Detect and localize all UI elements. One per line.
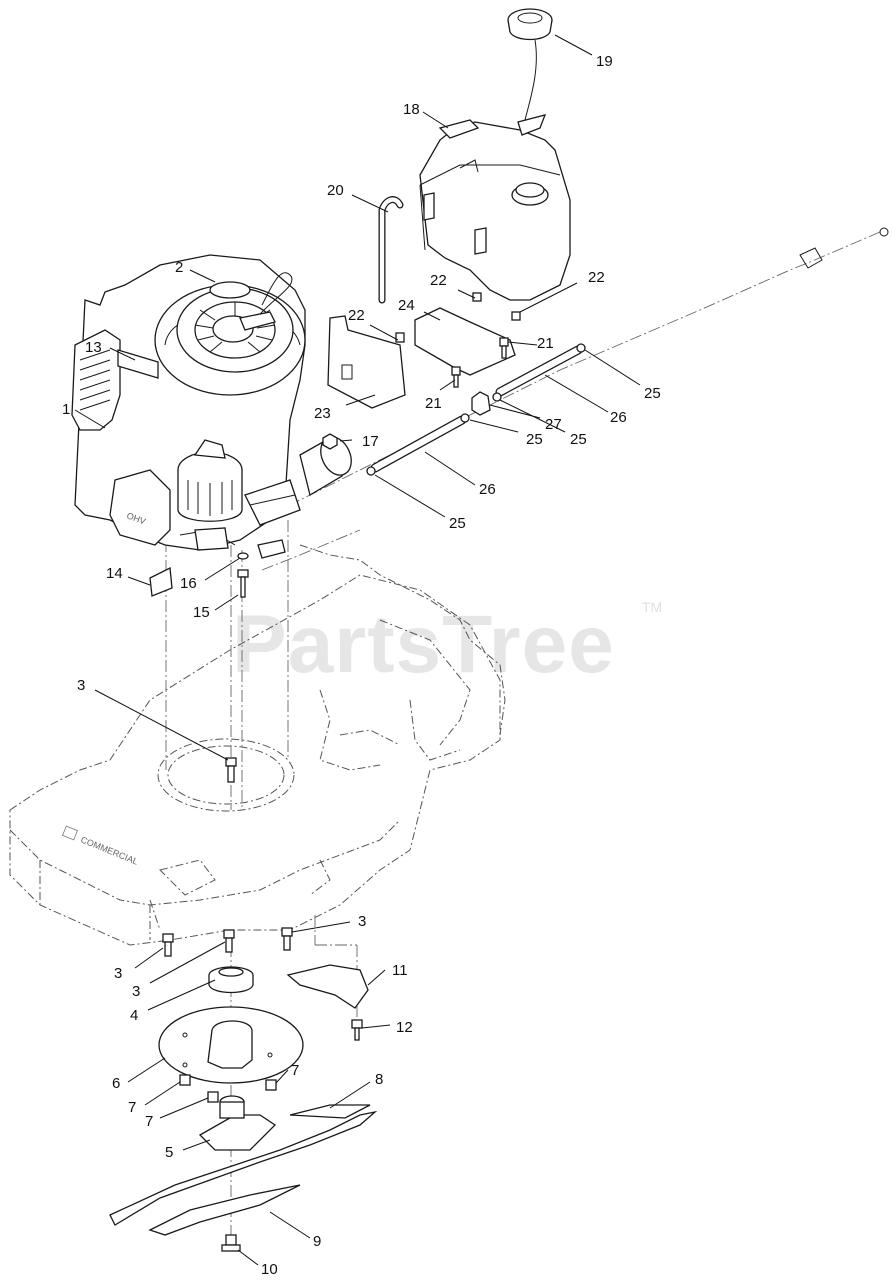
part-11-baffle [286, 964, 369, 1009]
callout-numbers: 19 18 20 2 13 1 17 22 22 22 24 21 21 23 … [62, 53, 661, 1278]
callout-27: 27 [545, 416, 562, 433]
callout-1: 1 [62, 401, 70, 418]
part-12-screw [351, 1019, 363, 1041]
clamps-25 [366, 343, 586, 476]
callout-7-a: 7 [291, 1062, 299, 1079]
callout-20: 20 [327, 182, 344, 199]
part-14-decal [149, 566, 173, 597]
callout-25-d: 25 [449, 515, 466, 532]
part-2-cap [209, 281, 251, 299]
callout-11: 11 [392, 962, 408, 979]
part-8-blade [109, 1110, 378, 1226]
fuel-lines-26 [370, 345, 583, 473]
watermark-tm: TM [642, 599, 662, 615]
fuel-tank [419, 119, 571, 301]
callout-26-b: 26 [479, 481, 496, 498]
engine: OHV [71, 254, 352, 559]
part-6-blade-disk [158, 1006, 304, 1084]
callout-21-b: 21 [425, 395, 442, 412]
callout-12: 12 [396, 1019, 413, 1036]
callout-22-a: 22 [348, 307, 365, 324]
callout-13: 13 [85, 339, 102, 356]
part-10-blade-bolt [221, 1234, 241, 1252]
callout-22-b: 22 [430, 272, 447, 289]
callout-19: 19 [596, 53, 613, 70]
part-4-bearing [208, 966, 254, 994]
callout-24: 24 [398, 297, 415, 314]
callout-4: 4 [130, 1007, 138, 1024]
part-5-blade-adapter [198, 1095, 277, 1151]
callout-8: 8 [375, 1071, 383, 1088]
callout-7-c: 7 [145, 1113, 153, 1130]
callout-2: 2 [175, 259, 183, 276]
callout-3-c: 3 [114, 965, 122, 982]
callout-10: 10 [261, 1261, 278, 1278]
part-24-bracket [414, 307, 516, 376]
part-17-nut [322, 433, 338, 450]
callout-3-a: 3 [77, 677, 85, 694]
callout-23: 23 [314, 405, 331, 422]
bolts-7 [179, 1074, 277, 1103]
deck-logo: COMMERCIAL [79, 835, 139, 867]
callout-15: 15 [193, 604, 210, 621]
watermark: PartsTree [232, 599, 615, 690]
callout-18: 18 [403, 101, 420, 118]
callout-25-b: 25 [570, 431, 587, 448]
callout-9: 9 [313, 1233, 321, 1250]
part-16-washer [237, 552, 249, 560]
callout-26-a: 26 [610, 409, 627, 426]
callout-21-a: 21 [537, 335, 554, 352]
callout-5: 5 [165, 1144, 173, 1161]
part-15-bolt [237, 569, 249, 598]
leader-lines [74, 34, 641, 1266]
callout-14: 14 [106, 565, 123, 582]
callout-16: 16 [180, 575, 197, 592]
callout-25-c: 25 [526, 431, 543, 448]
part-20-fuel-hose [378, 196, 404, 304]
part-27-valve [471, 391, 491, 416]
callout-3-b: 3 [358, 913, 366, 930]
part-19-fuel-cap [507, 8, 553, 136]
bolts-3 [162, 757, 293, 957]
callout-7-b: 7 [128, 1099, 136, 1116]
callout-3-d: 3 [132, 983, 140, 1000]
callout-25-a: 25 [644, 385, 661, 402]
part-23-heat-shield [327, 315, 406, 409]
part-9-mulching-blade [148, 1184, 301, 1236]
callout-22-c: 22 [588, 269, 605, 286]
callout-17: 17 [362, 433, 379, 450]
callout-6: 6 [112, 1075, 120, 1092]
